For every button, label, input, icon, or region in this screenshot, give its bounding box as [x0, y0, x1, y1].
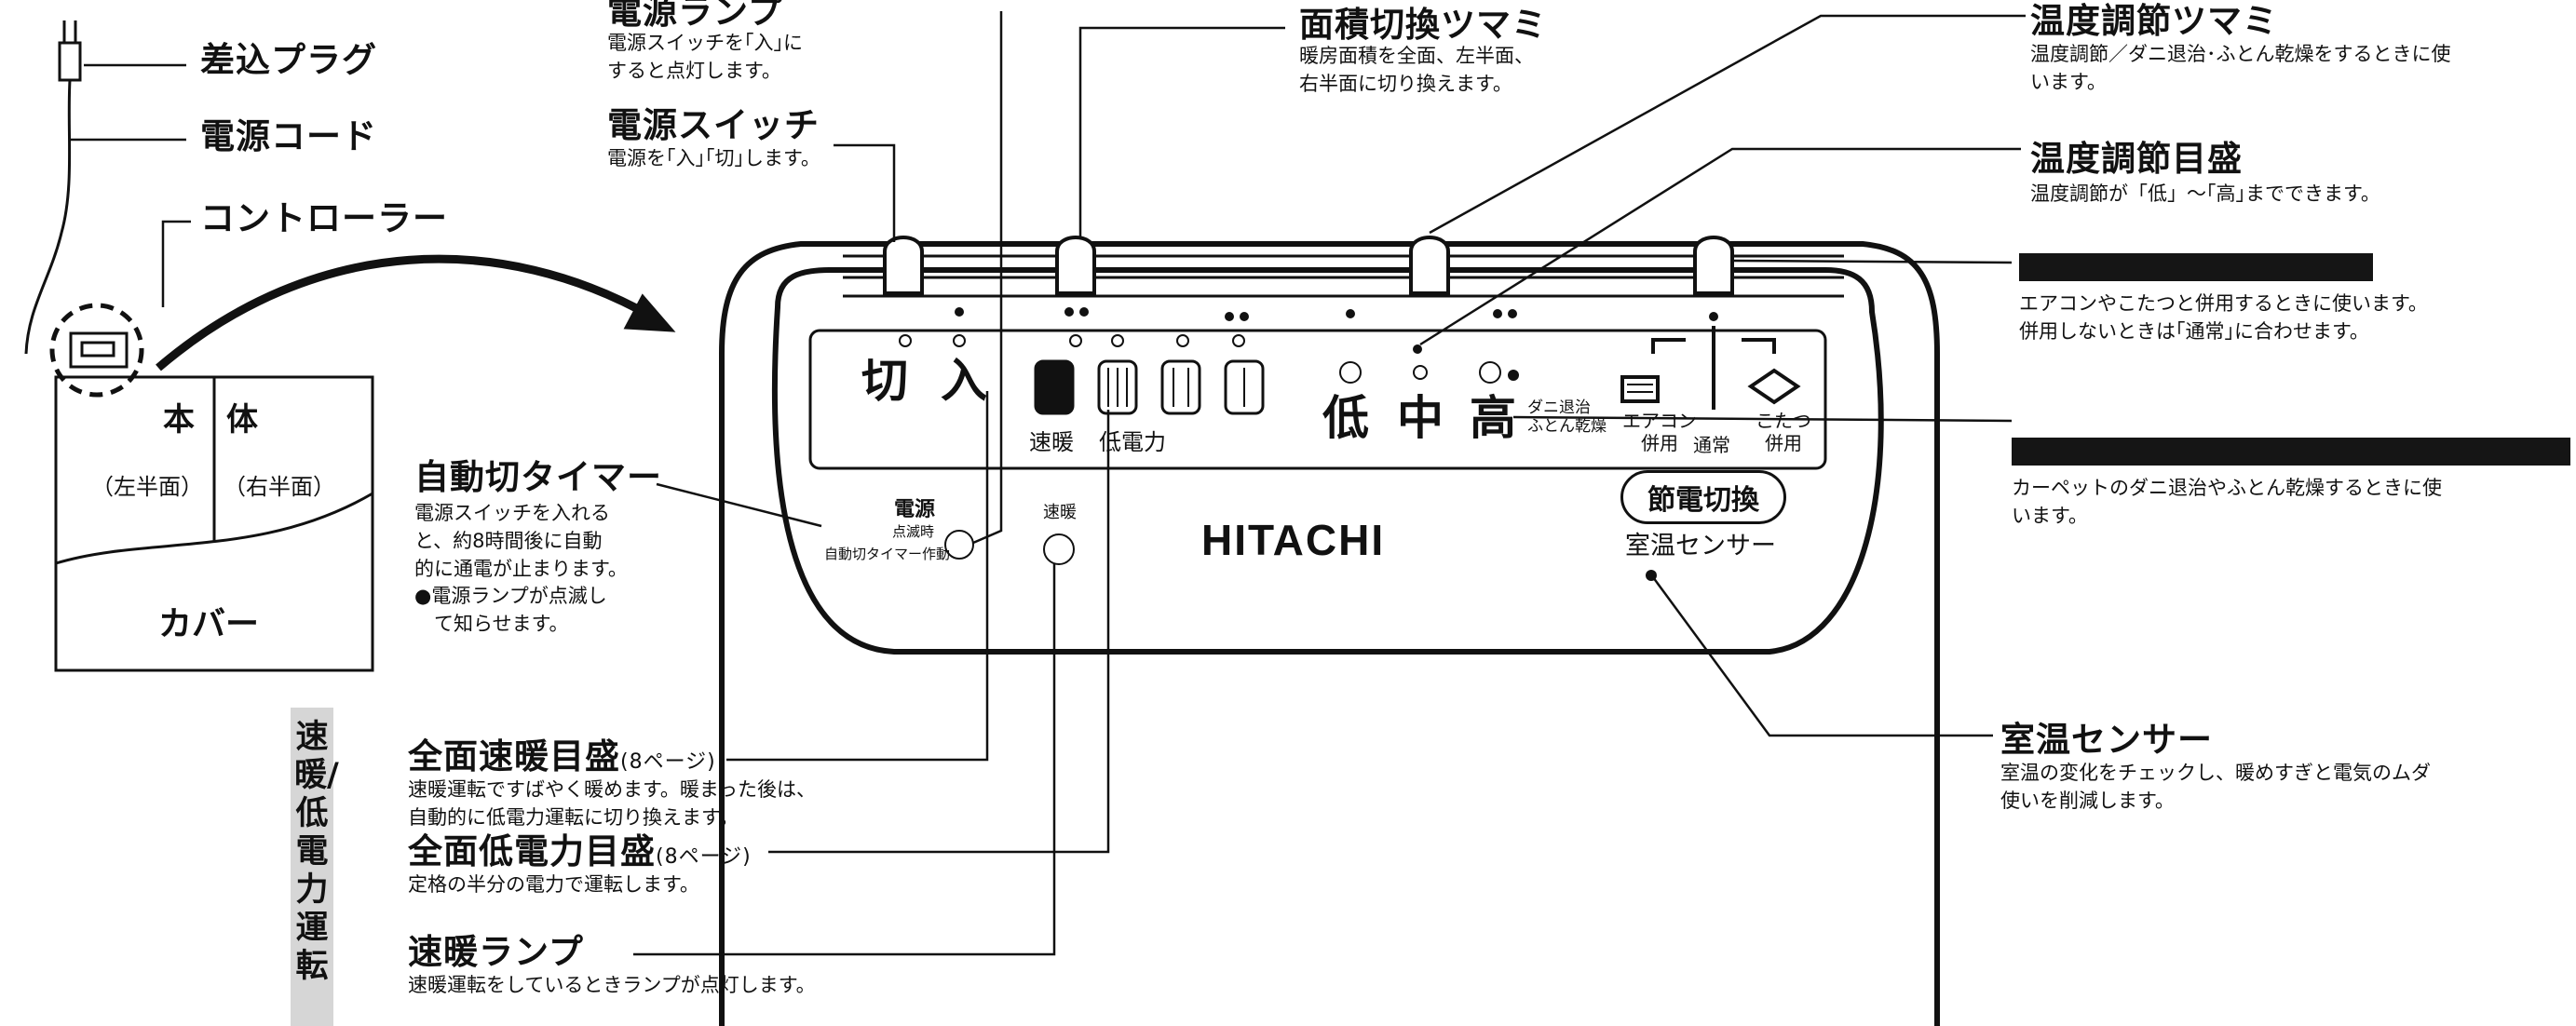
panel-aircon: エアコン 併用 [1622, 410, 1697, 454]
plug-icon [58, 41, 82, 82]
panel-on: 入 [941, 354, 987, 408]
section-band [291, 708, 333, 1026]
indicator-area [808, 329, 1827, 470]
panel-fast-lamp-text: 速暖 [1043, 503, 1077, 522]
room-sensor-desc: 室温の変化をチェックし、暖めすぎと電気のムダ 使いを削減します。 [2000, 762, 2431, 812]
fast-lamp-desc: 速暖運転をしているときランプが点灯します。 [408, 974, 816, 996]
eco-switch-button[interactable]: 節電切換 [1620, 470, 1786, 524]
power-switch-title: 電源スイッチ [607, 105, 820, 145]
panel-sensor: 室温センサー [1625, 532, 1776, 560]
eco-knob-title-redacted [2019, 253, 2373, 286]
mite-scale-desc: カーペットのダニ退治やふとん乾燥するときに使 います。 [2012, 477, 2442, 527]
power-lamp [944, 530, 974, 560]
power-switch-desc: 電源を｢入｣｢切｣します。 [607, 147, 820, 169]
panel-off: 切 [861, 354, 908, 408]
fast-lamp [1043, 533, 1075, 565]
cord-label: 電源コード [200, 116, 377, 156]
panel-timer-op: 自動切タイマー作動 [824, 546, 951, 562]
mite-scale-title-redacted [2012, 438, 2570, 470]
temp-scale-title: 温度調節目盛 [2030, 139, 2243, 179]
eco-knob-desc: エアコンやこたつと併用するときに使います。 併用しないときは｢通常｣に合わせます… [2019, 292, 2428, 343]
panel-low-power: 低電力 [1099, 429, 1166, 455]
area-knob[interactable] [1055, 236, 1096, 295]
carpet-left-half: （左半面） [91, 474, 203, 500]
panel-mid: 中 [1397, 391, 1444, 445]
plug-label: 差込プラグ [200, 40, 377, 80]
temp-scale-desc: 温度調節が「低」～｢高｣までできます。 [2030, 182, 2380, 205]
panel-fast: 速暖 [1029, 429, 1074, 455]
panel-kotatsu: こたつ 併用 [1756, 410, 1811, 454]
panel-high: 高 [1470, 391, 1516, 445]
panel-mite: ダニ退治 ふとん乾燥 [1527, 398, 1607, 437]
auto-timer-desc: 電源スイッチを入れる と、約8時間後に自動 的に通電が止まります。 ●電源ランプ… [414, 502, 628, 636]
power-lamp-title: 電源ランプ [607, 0, 783, 32]
aircon-icon [1620, 375, 1660, 403]
power-lamp-desc: 電源スイッチを｢入｣に すると点灯します。 [607, 32, 803, 82]
controller-housing [719, 241, 1940, 1026]
control-panel [771, 267, 1884, 655]
fast-mode-block [1034, 359, 1075, 415]
low-full-title: 全面低電力目盛(8ページ) [408, 831, 752, 871]
controller-mini [69, 331, 129, 369]
controller-highlight [49, 303, 144, 398]
power-cord [24, 79, 72, 355]
hitachi-logo: HITACHI [1201, 516, 1386, 564]
power-switch-knob[interactable] [883, 236, 924, 295]
area-knob-title: 面積切換ツマミ [1299, 5, 1547, 45]
fast-full-title: 全面速暖目盛(8ページ) [408, 736, 716, 776]
curved-arrow [156, 254, 655, 371]
temp-knob-title: 温度調節ツマミ [2030, 1, 2278, 41]
controller-label: コントローラー [200, 198, 448, 238]
fast-lamp-title: 速暖ランプ [408, 932, 584, 972]
low-mode-block-2 [1160, 359, 1201, 415]
panel-blink: 点滅時 [892, 523, 935, 540]
carpet-body-label: 本 体 [163, 401, 258, 439]
low-full-desc: 定格の半分の電力で運転します。 [408, 873, 699, 896]
section-vertical-title: 速暖/低電力運転 [294, 719, 339, 985]
room-sensor-title: 室温センサー [2000, 720, 2213, 760]
auto-timer-title: 自動切タイマー [414, 457, 662, 497]
carpet-right-half: （右半面） [224, 474, 335, 500]
eco-knob[interactable] [1693, 236, 1734, 295]
panel-normal: 通常 [1693, 434, 1730, 456]
cover-label: カバー [158, 605, 260, 643]
panel-power-lamp-text: 電源 [894, 498, 936, 521]
area-knob-desc: 暖房面積を全面、左半面、 右半面に切り換えます。 [1299, 45, 1534, 95]
fast-full-desc: 速暖運転ですばやく暖めます。暖まった後は、 自動的に低電力運転に切り換えます。 [408, 778, 817, 829]
kotatsu-icon [1747, 368, 1801, 405]
panel-low: 低 [1322, 391, 1369, 445]
temp-knob[interactable] [1409, 236, 1450, 295]
carpet-cover [54, 491, 374, 672]
temp-knob-desc: 温度調節／ダニ退治･ふとん乾燥をするときに使 います。 [2030, 43, 2451, 93]
